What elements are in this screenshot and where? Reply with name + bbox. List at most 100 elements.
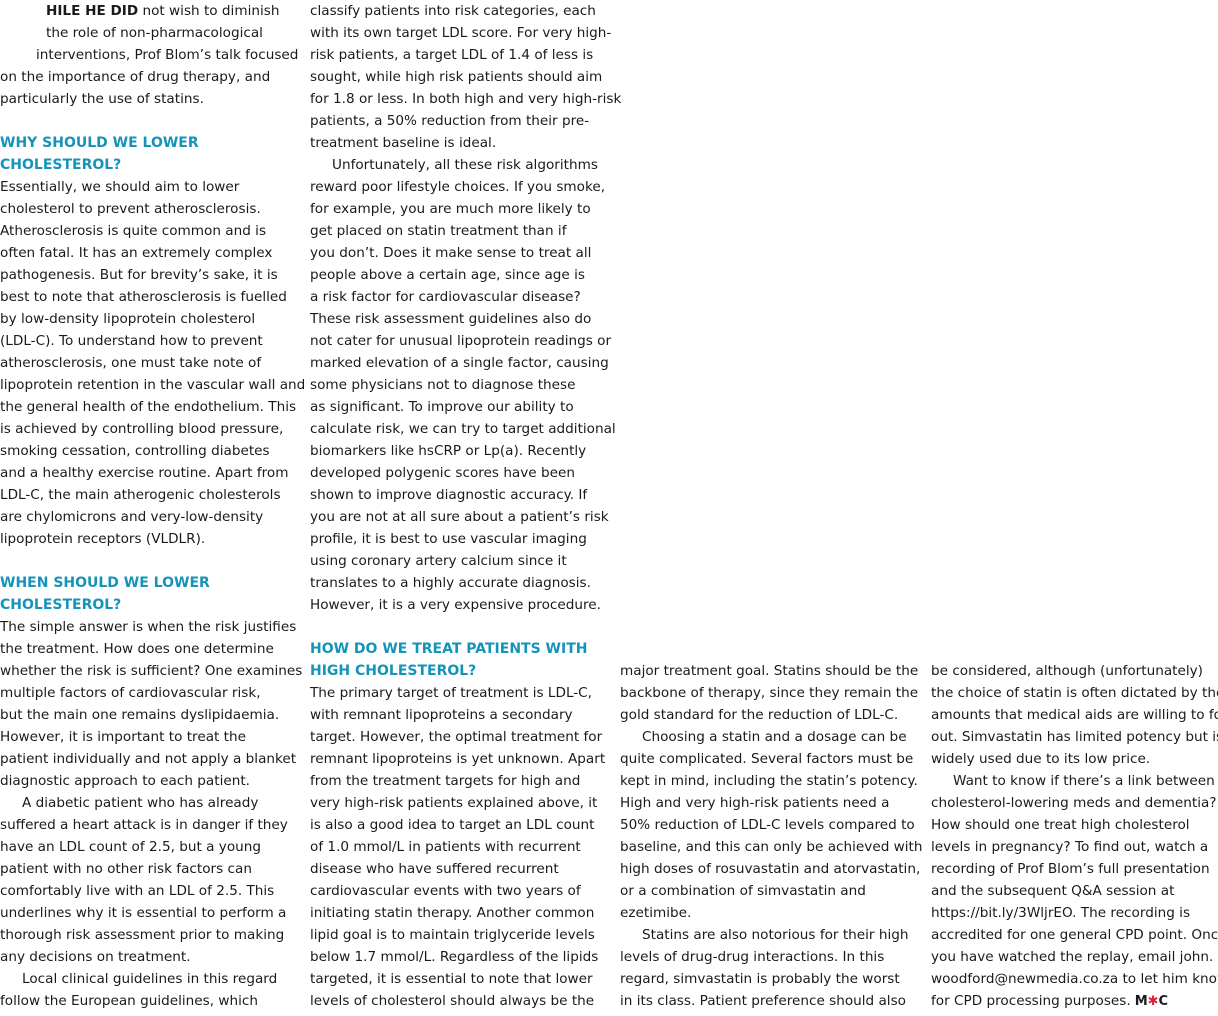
line-text: patient individually and not apply a bla… [0, 751, 297, 767]
line-text: WHY SHOULD WE LOWER [0, 135, 199, 151]
body-text-line: treatment baseline is ideal. [310, 132, 496, 154]
line-text: The primary target of treatment is LDL-C… [310, 685, 592, 701]
line-text: translates to a highly accurate diagnosi… [310, 575, 591, 591]
body-text-line: lipid goal is to maintain triglyceride l… [310, 924, 595, 946]
body-text-line: levels in pregnancy? To find out, watch … [931, 836, 1208, 858]
line-text: baseline, and this can only be achieved … [620, 839, 923, 855]
body-text-line: accredited for one general CPD point. On… [931, 924, 1218, 946]
line-text: levels of drug-drug interactions. In thi… [620, 949, 885, 965]
line-text: are chylomicrons and very-low-density [0, 509, 264, 525]
line-text: not cater for unusual lipoprotein readin… [310, 333, 612, 349]
line-text: 50% reduction of LDL-C levels compared t… [620, 817, 915, 833]
line-text: treatment baseline is ideal. [310, 135, 497, 151]
line-text: with remnant lipoproteins a secondary [310, 707, 573, 723]
line-text: calculate risk, we can try to target add… [310, 421, 616, 437]
line-text: HIGH CHOLESTEROL? [310, 663, 477, 679]
section-heading-line: HOW DO WE TREAT PATIENTS WITH [310, 638, 587, 660]
line-text: However, it is important to treat the [0, 729, 246, 745]
line-text: high doses of rosuvastatin and atorvasta… [620, 861, 921, 877]
body-text-line: levels of drug-drug interactions. In thi… [620, 946, 884, 968]
line-text: particularly the use of statins. [0, 91, 204, 107]
line-text: cardiovascular events with two years of [310, 883, 581, 899]
body-text-line: reward poor lifestyle choices. If you sm… [310, 176, 605, 198]
line-text: a risk factor for cardiovascular disease… [310, 289, 581, 305]
line-text: the choice of statin is often dictated b… [931, 685, 1218, 701]
body-text-line: However, it is important to treat the [0, 726, 246, 748]
body-text-line: get placed on statin treatment than if [310, 220, 567, 242]
body-text-line: a risk factor for cardiovascular disease… [310, 286, 581, 308]
body-text-line: using coronary artery calcium since it [310, 550, 567, 572]
body-text-line: underlines why it is essential to perfor… [0, 902, 286, 924]
line-text: High and very high-risk patients need a [620, 795, 890, 811]
line-text: as significant. To improve our ability t… [310, 399, 574, 415]
line-text: levels in pregnancy? To find out, watch … [931, 839, 1209, 855]
body-text-line: follow the European guidelines, which [0, 990, 258, 1012]
line-text: HOW DO WE TREAT PATIENTS WITH [310, 641, 588, 657]
body-text-line: patient individually and not apply a bla… [0, 748, 296, 770]
body-text-line: profile, it is best to use vascular imag… [310, 528, 587, 550]
line-text: is achieved by controlling blood pressur… [0, 421, 284, 437]
line-text: diagnostic approach to each patient. [0, 773, 250, 789]
body-text-line: https://bit.ly/3WljrEO. The recording is [931, 902, 1190, 924]
body-text-line: you have watched the replay, email john. [931, 946, 1213, 968]
line-text: reward poor lifestyle choices. If you sm… [310, 179, 606, 195]
line-text: multiple factors of cardiovascular risk, [0, 685, 261, 701]
body-text-line: translates to a highly accurate diagnosi… [310, 572, 591, 594]
line-text: you have watched the replay, email john. [931, 949, 1214, 965]
body-text-line: baseline, and this can only be achieved … [620, 836, 923, 858]
body-text-line: often fatal. It has an extremely complex [0, 242, 272, 264]
body-text-line: Unfortunately, all these risk algorithms [310, 154, 598, 176]
line-text: not wish to diminish [138, 3, 280, 19]
body-text-line: with remnant lipoproteins a secondary [310, 704, 573, 726]
body-text-line: with its own target LDL score. For very … [310, 22, 611, 44]
line-text: you are not at all sure about a patient’… [310, 509, 609, 525]
line-text: cholesterol to prevent atherosclerosis. [0, 201, 261, 217]
section-heading-line: HIGH CHOLESTEROL? [310, 660, 476, 682]
body-text-line: or a combination of simvastatin and [620, 880, 866, 902]
body-text-line: The simple answer is when the risk justi… [0, 616, 296, 638]
line-text: underlines why it is essential to perfor… [0, 905, 287, 921]
body-text-line: is achieved by controlling blood pressur… [0, 418, 283, 440]
line-text: for example, you are much more likely to [310, 201, 591, 217]
line-text: patient with no other risk factors can [0, 861, 252, 877]
line-text: the general health of the endothelium. T… [0, 399, 297, 415]
line-text: is also a good idea to target an LDL cou… [310, 817, 595, 833]
body-text-line: 50% reduction of LDL-C levels compared t… [620, 814, 915, 836]
line-text: Atherosclerosis is quite common and is [0, 223, 267, 239]
body-text-line: high doses of rosuvastatin and atorvasta… [620, 858, 920, 880]
body-text-line: sought, while high risk patients should … [310, 66, 602, 88]
line-text: backbone of therapy, since they remain t… [620, 685, 919, 701]
body-text-line: best to note that atherosclerosis is fue… [0, 286, 287, 308]
body-text-line: How should one treat high cholesterol [931, 814, 1190, 836]
line-text: lipid goal is to maintain triglyceride l… [310, 927, 595, 943]
body-text-line: target. However, the optimal treatment f… [310, 726, 602, 748]
line-text: atherosclerosis, one must take note of [0, 355, 262, 371]
line-text: and a healthy exercise routine. Apart fr… [0, 465, 289, 481]
body-text-line: widely used due to its low price. [931, 748, 1150, 770]
body-text-line: multiple factors of cardiovascular risk, [0, 682, 261, 704]
line-text: of 1.0 mmol/L in patients with recurrent [310, 839, 581, 855]
body-text-line: regard, simvastatin is probably the wors… [620, 968, 900, 990]
line-text: any decisions on treatment. [0, 949, 191, 965]
body-text-line: not cater for unusual lipoprotein readin… [310, 330, 611, 352]
line-text: https://bit.ly/3WljrEO. The recording is [931, 905, 1191, 921]
body-text-line: the choice of statin is often dictated b… [931, 682, 1218, 704]
mc-logo-icon: M✱C [1134, 994, 1169, 1009]
line-text: suffered a heart attack is in danger if … [0, 817, 288, 833]
line-text: in its class. Patient preference should … [620, 993, 906, 1009]
body-text-line: smoking cessation, controlling diabetes [0, 440, 270, 462]
line-text: major treatment goal. Statins should be … [620, 663, 919, 679]
body-text-line: any decisions on treatment. [0, 946, 191, 968]
line-text: Unfortunately, all these risk algorithms [332, 157, 598, 173]
line-text: gold standard for the reduction of LDL-C… [620, 707, 899, 723]
line-text: widely used due to its low price. [931, 751, 1151, 767]
body-text-line: are chylomicrons and very-low-density [0, 506, 263, 528]
line-text: remnant lipoproteins is yet unknown. Apa… [310, 751, 606, 767]
line-text: How should one treat high cholesterol [931, 817, 1190, 833]
body-text-line: cholesterol-lowering meds and dementia? [931, 792, 1217, 814]
line-text: very high-risk patients explained above,… [310, 795, 598, 811]
body-text-line: from the treatment targets for high and [310, 770, 580, 792]
body-text-line: of 1.0 mmol/L in patients with recurrent [310, 836, 581, 858]
line-text: below 1.7 mmol/L. Regardless of the lipi… [310, 949, 599, 965]
body-text-line: patients, a 50% reduction from their pre… [310, 110, 589, 132]
